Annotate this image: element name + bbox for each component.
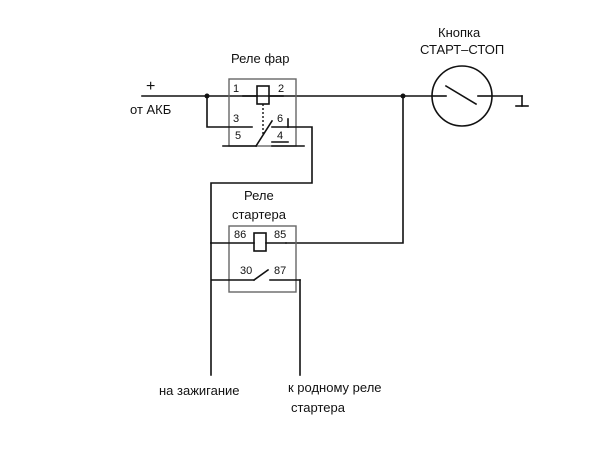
headlight-pin-2: 2 [278, 83, 284, 95]
stock-starter-label-line1: к родному реле [288, 380, 382, 395]
starter-pin-86: 86 [234, 229, 246, 241]
starter-relay-contact [252, 268, 270, 282]
button-to-starter-coil-wire [285, 95, 404, 244]
headlight-relay-contact [254, 119, 274, 148]
starter-relay-coil [253, 232, 267, 252]
headlight-relay-box [228, 78, 297, 147]
headlight-pin-4: 4 [277, 130, 283, 142]
starter-relay-box [228, 225, 297, 293]
supply-label: от АКБ [130, 102, 171, 117]
starter-pin-85: 85 [274, 229, 286, 241]
starter-pin-87: 87 [274, 265, 286, 277]
headlight-pin-6: 6 [277, 113, 283, 125]
starter-relay-title-line2: стартера [232, 207, 287, 222]
starter-relay-title-line1: Реле [244, 188, 274, 203]
headlight-relay-title: Реле фар [231, 51, 289, 66]
headlight-pin-3: 3 [233, 113, 239, 125]
supply-plus-sign: + [146, 78, 155, 95]
button-title-line1: Кнопка [438, 25, 481, 40]
headlight-pin-1: 1 [233, 83, 239, 95]
headlight-to-starter-wire [210, 126, 313, 244]
starter-pin-30: 30 [240, 265, 252, 277]
ignition-label: на зажигание [159, 383, 240, 398]
headlight-pin-5: 5 [235, 130, 241, 142]
button-contact [444, 84, 478, 106]
stock-starter-label-line2: стартера [291, 400, 346, 415]
headlight-relay-feed-wire [206, 95, 253, 128]
headlight-relay-coil [256, 85, 270, 105]
button-title-line2: СТАРТ–СТОП [420, 42, 504, 57]
